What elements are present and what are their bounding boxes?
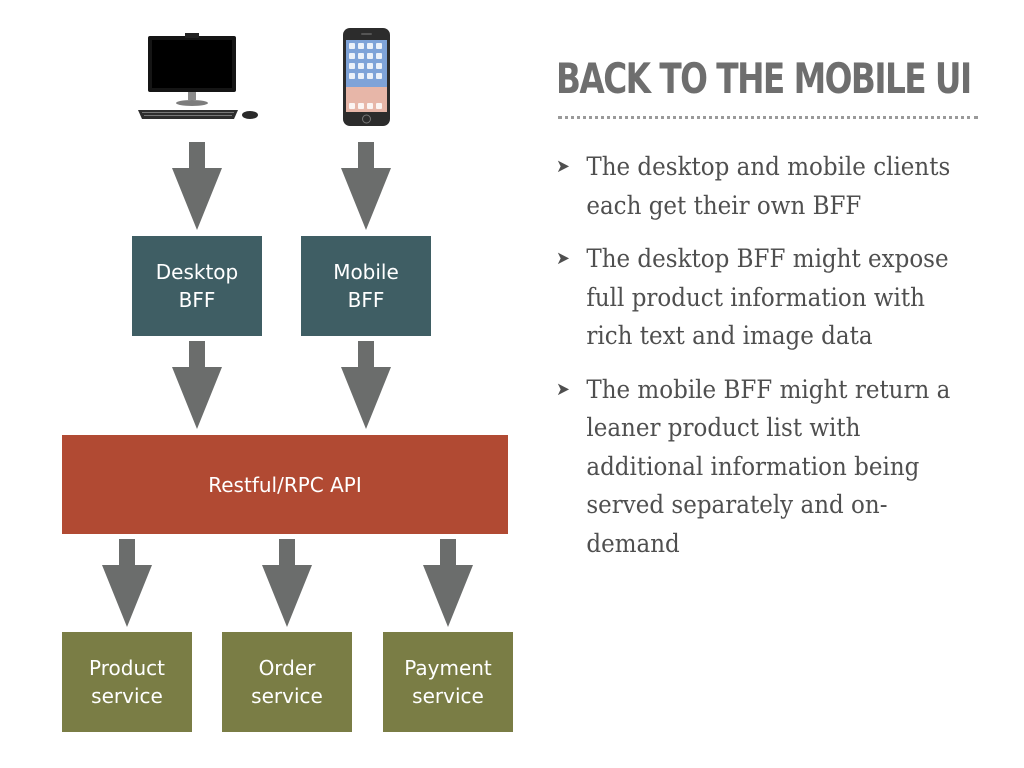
slide-title: BACK TO THE MOBILE UI	[556, 54, 972, 103]
desktop-bff-box: Desktop BFF	[132, 236, 262, 336]
arrowhead-bullet-icon: ➤	[556, 248, 570, 269]
product-service-box: Product service	[62, 632, 192, 732]
bullet-text: The desktop BFF might expose full produc…	[586, 244, 949, 350]
arrowhead-bullet-icon: ➤	[556, 378, 570, 400]
arrow-api-to-order	[262, 539, 312, 627]
arrow-mobile-to-bff	[341, 142, 391, 230]
payment-service-box: Payment service	[383, 632, 513, 732]
arrow-desktop-bff-to-api	[172, 341, 222, 429]
bullet-text: The mobile BFF might return a leaner pro…	[586, 374, 951, 558]
bullet-item: ➤ The desktop BFF might expose full prod…	[556, 240, 961, 356]
arrow-api-to-product	[102, 539, 152, 627]
mobile-bff-box: Mobile BFF	[301, 236, 431, 336]
title-divider	[558, 116, 978, 119]
bullet-item: ➤ The mobile BFF might return a leaner p…	[556, 371, 961, 564]
bullet-list: ➤ The desktop and mobile clients each ge…	[556, 148, 996, 578]
bullet-text: The desktop and mobile clients each get …	[586, 152, 951, 220]
bullet-item: ➤ The desktop and mobile clients each ge…	[556, 148, 961, 225]
order-service-box: Order service	[222, 632, 352, 732]
desktop-computer-icon	[134, 30, 264, 125]
smartphone-icon	[342, 27, 392, 127]
arrow-mobile-bff-to-api	[341, 341, 391, 429]
arrowhead-bullet-icon: ➤	[556, 156, 570, 177]
restful-rpc-api-box: Restful/RPC API	[62, 435, 508, 534]
arrow-desktop-to-bff	[172, 142, 222, 230]
arrow-api-to-payment	[423, 539, 473, 627]
